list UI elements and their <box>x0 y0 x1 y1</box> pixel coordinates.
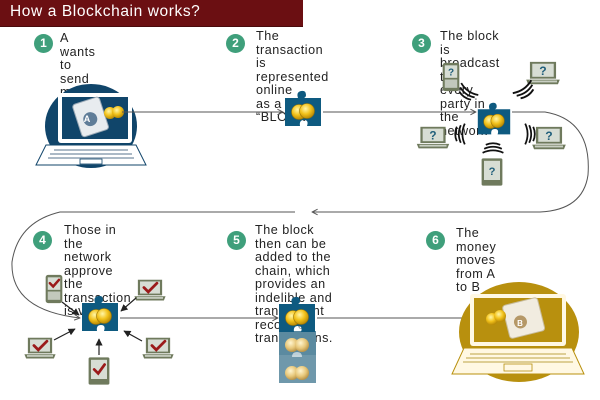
step-badge: 3 <box>412 34 431 53</box>
svg-text:A: A <box>84 114 91 124</box>
block-chain-icon <box>278 296 316 383</box>
step-badge: 6 <box>426 231 445 250</box>
title-bar: How a Blockchain works? <box>0 0 303 27</box>
flow-arrow <box>312 111 589 212</box>
laptop-b-wallet-icon: B <box>451 282 585 382</box>
step-text: The money moves from A to B <box>456 226 497 294</box>
step-text: The transaction is represented online as… <box>256 29 329 124</box>
step-badge: 4 <box>33 231 52 250</box>
block-puzzle-icon <box>284 90 322 127</box>
step-badge: 2 <box>226 34 245 53</box>
page-title: How a Blockchain works? <box>10 3 201 20</box>
step-text: Those in the network approve the transac… <box>64 223 131 318</box>
step-badge: 5 <box>227 231 246 250</box>
svg-text:B: B <box>517 319 523 328</box>
flow-arrow <box>11 211 295 318</box>
broadcast-network-icon <box>416 61 566 186</box>
laptop-a-wallet-icon: A <box>35 84 147 168</box>
approval-network-icon <box>22 274 176 387</box>
step-badge: 1 <box>34 34 53 53</box>
